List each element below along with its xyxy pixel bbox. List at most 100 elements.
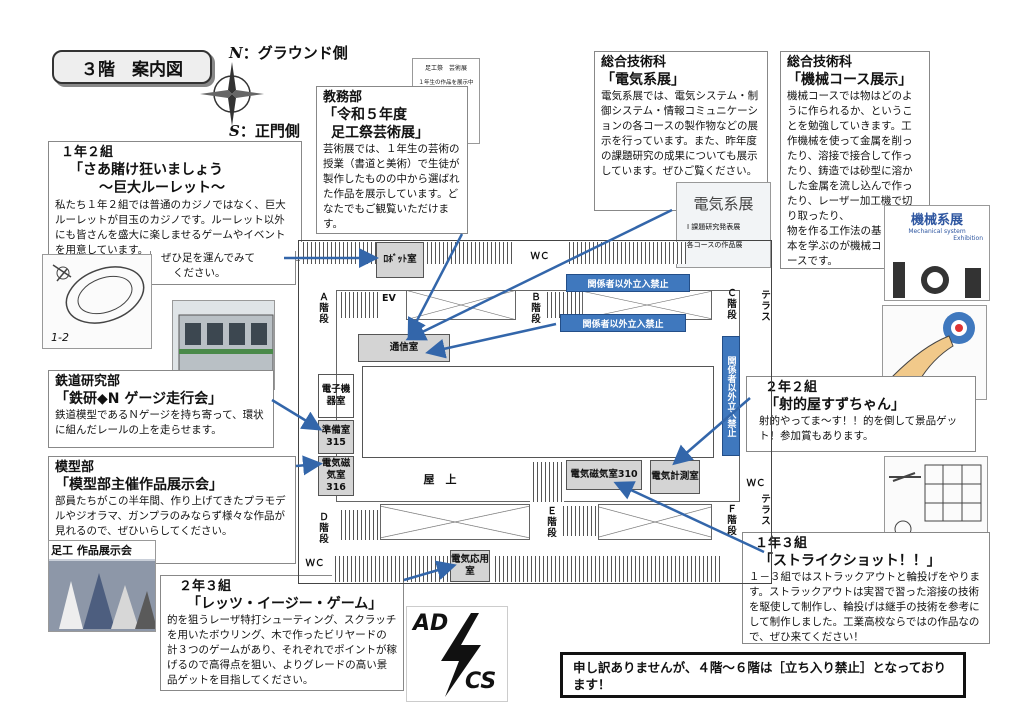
hall-bottom <box>380 504 530 540</box>
exhibit-title: 「射的屋すずちゃん」 <box>765 397 905 413</box>
exhibit-2-2: ２年２組 「射的屋すずちゃん」 射的やってま～す！！的を倒して景品ゲット！参加賞… <box>746 376 976 452</box>
exhibit-description: 電気系展では、電気システム・制御システム・情報コミュニケーションの各コースの製作… <box>601 90 759 177</box>
stair-c: Ｃ階段 <box>727 288 737 321</box>
logo-top-text: AD <box>413 611 449 636</box>
room-oyo: 電気応用室 <box>450 550 490 582</box>
rooftop: 屋 上 <box>423 473 457 486</box>
exhibit-description: 部員たちがこの半年間、作り上げてきたプラモデルやジオラマ、ガンプラのみならず様々… <box>55 495 286 537</box>
sign-item-2: Ⅱ 各コースの作品展 <box>681 241 743 249</box>
compass-icon <box>200 62 264 126</box>
sign-title: 電気系展 <box>693 195 754 213</box>
exhibit-title: 「電気系展」 <box>601 72 685 88</box>
exhibit-description: 芸術展では、１年生の芸術の授業（書道と美術）で生徒が製作したものの中から選ばれた… <box>323 143 460 230</box>
stairs-top-left <box>300 242 376 264</box>
exhibit-description-cont: ぜひ足を運んでみて <box>161 252 255 264</box>
stairs-center <box>530 462 564 502</box>
exhibit-group: １年３組 <box>755 536 808 551</box>
stair-b: Ｂ階段 <box>531 292 541 325</box>
exhibit-description: 私たち１年２組では普通のカジノではなく、巨大ルーレットが目玉のカジノです。ルーレ… <box>55 199 286 256</box>
sign-item-1: Ⅰ 課題研究発表展 <box>687 223 741 231</box>
stair-d-steps <box>338 510 378 540</box>
exhibit-description: 機械コースでは物はどのように作られるか、ということを勉強していきます。工作機械を… <box>787 90 913 222</box>
exhibit-title: 「鉄研◆N ゲージ走行会」 <box>55 391 223 407</box>
exhibit-title: 「ストライクショット！！」 <box>759 553 941 569</box>
exhibit-group: １年２組 <box>61 145 114 160</box>
no-entry-banner-1: 関係者以外立入禁止 <box>566 274 690 292</box>
exhibit-2-3: ２年３組 「レッツ・イージー・ゲーム」 的を狙うレーザ特打シューティング、スクラ… <box>160 575 404 691</box>
stairs-bottom-right <box>492 556 722 582</box>
exhibit-kyomu: 教務部 「令和５年度 足工祭芸術展」 芸術展では、１年生の芸術の授業（書道と美術… <box>316 86 468 234</box>
exhibit-group: 模型部 <box>55 460 95 475</box>
hall-bottom-right <box>598 504 712 540</box>
exhibit-description-cont: 物を作る工作法の基本を学ぶのが機械コースです。 <box>787 225 882 267</box>
elevator: EV <box>382 293 396 304</box>
stair-f: Ｆ階段 <box>727 504 737 537</box>
stairs-bottom <box>332 556 448 582</box>
exhibit-title: 「レッツ・イージー・ゲーム」 <box>187 596 383 612</box>
stair-a: Ａ階段 <box>319 292 329 325</box>
room-wc-top: ＷＣ <box>530 251 550 262</box>
exhibit-subtitle: ～巨大ルーレット～ <box>99 180 225 196</box>
stair-e: Ｅ階段 <box>547 506 557 539</box>
roulette-drawing: 1-2 <box>42 254 152 349</box>
exhibit-description-end: ください。 <box>173 267 226 279</box>
no-entry-banner-2: 関係者以外立入禁止 <box>560 314 686 332</box>
exhibit-tetsudo: 鉄道研究部 「鉄研◆N ゲージ走行会」 鉄道模型であるＮゲージを持ち寄って、環状… <box>48 370 274 448</box>
room-denshi: 電子機器室 <box>318 374 354 418</box>
exhibit-group: ２年３組 <box>179 579 232 594</box>
courtyard <box>362 366 714 458</box>
exhibit-title: 「令和５年度 <box>323 107 407 123</box>
exhibit-description: 射的やってま～す！！的を倒して景品ゲット！参加賞もあります。 <box>759 415 958 442</box>
exhibit-1-3: １年３組 「ストライクショット！！」 １－３組ではストラックアウトと輪投げをやり… <box>742 532 990 644</box>
poster-title: 足工祭 芸術展 <box>424 65 467 72</box>
terrace-bottom: テラス <box>761 494 771 527</box>
photo-caption: 足工 作品展示会 <box>49 541 155 559</box>
notice-banner: 申し訳ありませんが、４階～６階は［立ち入り禁止］となっております！ <box>560 652 966 698</box>
room-keisoku: 電気計測室 <box>650 460 700 494</box>
exhibit-1-2: １年２組 「さあ賭け狂いましょう ～巨大ルーレット～ 私たち１年２組では普通のカ… <box>48 141 302 261</box>
stairs-top-mid <box>424 242 514 264</box>
logo-subtitle: Mechanical system <box>908 228 966 235</box>
exhibit-description: 鉄道模型であるＮゲージを持ち寄って、環状に組んだレールの上を走らせます。 <box>55 409 264 436</box>
stair-d: Ｄ階段 <box>319 512 329 545</box>
room-denki-316: 電気磁気室316 <box>318 456 354 496</box>
exhibit-description: １－３組ではストラックアウトと輪投げをやります。ストラックアウトは実習で習った溶… <box>749 571 980 643</box>
drawing-caption: 1-2 <box>51 331 69 344</box>
south-letter: S <box>229 122 240 140</box>
exhibit-group: 総合技術科 <box>601 55 667 70</box>
room-denki-310: 電気磁気室310 <box>566 460 642 490</box>
room-wc-right: ＷＣ <box>746 478 766 489</box>
hall-top <box>406 290 516 320</box>
denki-sign: 電気系展 Ⅰ 課題研究発表展 Ⅱ 各コースの作品展 <box>676 182 771 268</box>
stair-e-steps <box>560 506 596 536</box>
exhibit-group: 鉄道研究部 <box>55 374 121 389</box>
room-tsushin: 通信室 <box>358 334 450 362</box>
exhibit-title: 「模型部主催作品展示会」 <box>55 477 223 493</box>
no-entry-banner-3: 関係者以外立入禁止 <box>722 336 740 456</box>
exhibit-group: 教務部 <box>323 90 363 105</box>
room-junbi-315: 準備室315 <box>318 420 354 454</box>
exhibit-1-2-cont: ぜひ足を運んでみて ください。 <box>150 251 296 285</box>
kikai-logo: 機械系展 Mechanical system Exhibition <box>884 205 990 301</box>
exhibit-subtitle: 足工祭芸術展」 <box>331 125 429 141</box>
room-wc-bottom: ＷＣ <box>305 558 325 569</box>
exhibit-group: 総合技術科 <box>787 55 853 70</box>
page-title: ３階 案内図 <box>52 50 212 84</box>
logo-subtitle-2: Exhibition <box>953 235 983 242</box>
north-letter: N <box>229 44 243 62</box>
logo-title: 機械系展 <box>910 213 963 228</box>
north-label: N：グラウンド側 <box>229 42 348 63</box>
exhibit-title: 「さあ賭け狂いましょう <box>69 162 223 178</box>
north-text: ：グラウンド側 <box>242 44 348 62</box>
stairs-top-right <box>566 242 686 264</box>
stair-a-steps <box>338 292 378 318</box>
south-label: S：正門側 <box>229 120 300 141</box>
adcs-logo: AD CS <box>406 606 508 702</box>
exhibit-description: 的を狙うレーザ特打シューティング、スクラッチを用いたボウリング、木で作ったビリヤ… <box>167 614 397 686</box>
logo-bottom-text: CS <box>465 669 497 694</box>
south-text: ：正門側 <box>239 122 300 140</box>
room-robot: ﾛﾎﾞｯﾄ室 <box>376 242 424 278</box>
exhibit-title: 「機械コース展示」 <box>787 72 913 88</box>
terrace-top: テラス <box>761 290 771 323</box>
exhibit-group: ２年２組 <box>765 380 818 395</box>
